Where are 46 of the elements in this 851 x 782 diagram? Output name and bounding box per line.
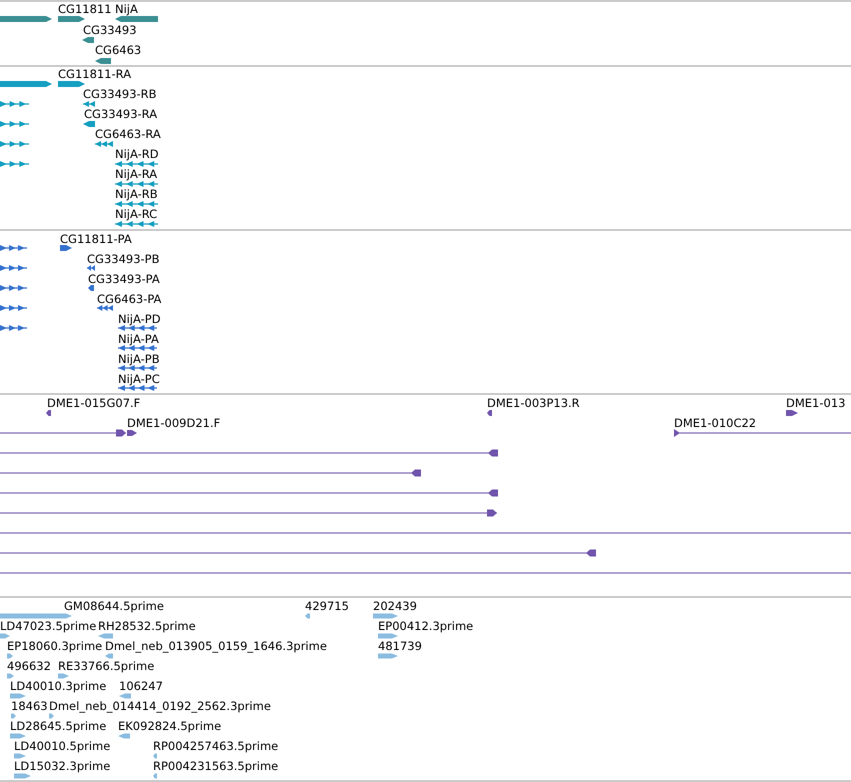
feature-label: RP004231563.5prime	[153, 760, 278, 773]
feature-label: CG33493-PB	[87, 253, 160, 266]
feature-label: LD15032.3prime	[14, 760, 110, 773]
feature-label: 202439	[373, 600, 417, 613]
feature-label: CG33493-RA	[84, 108, 158, 121]
feature-label: NijA-RA	[115, 168, 158, 181]
feature-label: RP004257463.5prime	[153, 740, 278, 753]
feature-label: NijA-PC	[118, 373, 160, 386]
feature-label: CG11811-RA	[58, 68, 132, 81]
feature-label: NijA-RC	[115, 208, 158, 221]
feature-label: DME1-015G07.F	[47, 397, 140, 410]
feature-label: CG6463-PA	[97, 293, 162, 306]
feature-label: NijA-PD	[118, 313, 161, 326]
feature-label: RE33766.5prime	[58, 660, 154, 673]
feature-label: DME1-003P13.R	[487, 397, 580, 410]
feature-label: 106247	[119, 680, 163, 693]
feature-label: CG6463	[95, 44, 142, 57]
feature-label: EP00412.3prime	[378, 620, 474, 633]
feature-label: RH28532.5prime	[98, 620, 196, 633]
feature-label: NijA-PA	[118, 333, 159, 346]
feature-label: DME1-009D21.F	[127, 417, 220, 430]
feature-label: EP18060.3prime	[7, 640, 102, 653]
feature-label: 496632	[7, 660, 51, 673]
feature-label: Dmel_neb_013905_0159_1646.3prime	[105, 640, 327, 653]
feature-label: CG33493-PA	[88, 273, 160, 286]
feature-label: DME1-010C22	[674, 417, 756, 430]
feature-label: LD40010.3prime	[10, 680, 106, 693]
feature-label: DME1-013	[786, 397, 846, 410]
feature-label: CG6463-RA	[95, 128, 161, 141]
feature-label: NijA-PB	[118, 353, 160, 366]
feature-label: NijA-RD	[115, 148, 159, 161]
feature-label: LD40010.5prime	[14, 740, 110, 753]
feature-label: CG33493	[83, 24, 137, 37]
feature-label: CG11811	[58, 3, 112, 16]
feature-label: LD47023.5prime	[0, 620, 96, 633]
feature-label: NijA	[115, 3, 138, 16]
feature-label: 481739	[378, 640, 422, 653]
feature-label: Dmel_neb_014414_0192_2562.3prime	[49, 700, 271, 713]
feature-label: EK092824.5prime	[118, 720, 222, 733]
feature-label: 429715	[305, 600, 349, 613]
feature-label: CG33493-RB	[83, 88, 157, 101]
feature-label: LD28645.5prime	[10, 720, 106, 733]
feature-label: CG11811-PA	[60, 233, 132, 246]
feature-label: NijA-RB	[115, 188, 158, 201]
feature-label: GM08644.5prime	[64, 600, 164, 613]
feature-label: 18463	[11, 700, 48, 713]
